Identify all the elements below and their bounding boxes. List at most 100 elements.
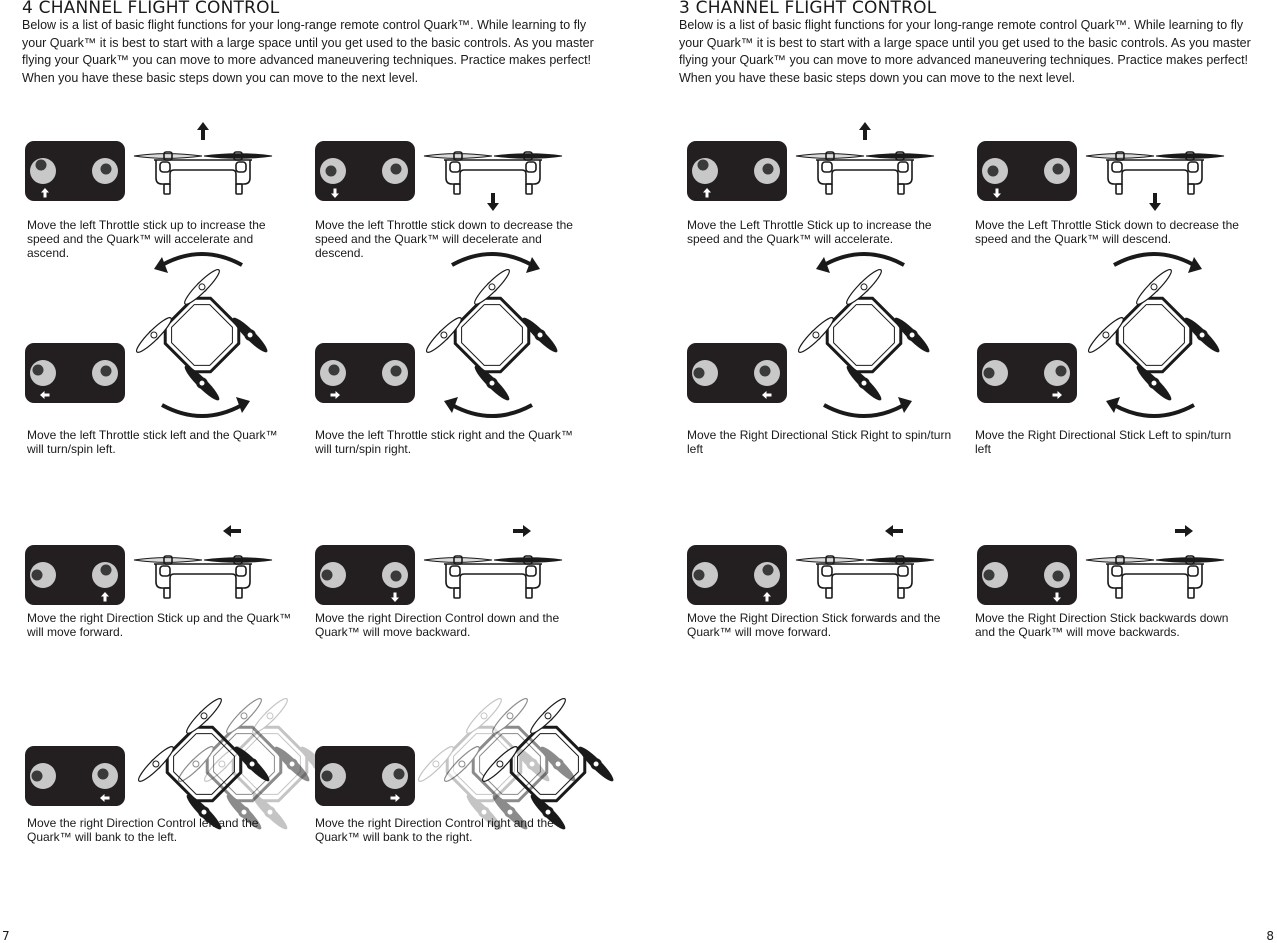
left-stick-knob: [983, 367, 995, 379]
diagram-backward: [977, 525, 1225, 605]
motion-arrow-icon: [859, 122, 871, 140]
caption: Move the Right Direction Stick forwards …: [687, 611, 941, 639]
right-stick-knob: [100, 365, 112, 377]
left-stick-well: [320, 763, 346, 789]
remote-control-icon: [315, 141, 415, 201]
diagram-forward: [25, 525, 273, 605]
diagram-forward: [687, 525, 935, 605]
right-stick-knob: [97, 768, 109, 780]
diagram-throttle-up: [687, 122, 935, 201]
caption: Move the left Throttle stick left and th…: [27, 428, 278, 456]
caption: Move the Left Throttle Stick up to incre…: [687, 218, 932, 246]
right-stick-knob: [762, 564, 774, 576]
motion-arrow-icon: [1149, 193, 1161, 211]
left-stick-knob: [31, 770, 43, 782]
quadcopter-top-icon: [481, 697, 614, 830]
direction-arrow-icon: [762, 391, 772, 399]
right-stick-knob: [1052, 570, 1064, 582]
direction-arrow-icon: [330, 391, 340, 399]
right-stick-knob: [759, 365, 771, 377]
intro-paragraph: Below is a list of basic flight function…: [679, 18, 1251, 85]
left-stick-well: [692, 562, 718, 588]
direction-arrow-icon: [1052, 391, 1062, 399]
quadcopter-side-icon: [423, 151, 563, 195]
rotation-arrows-icon: [444, 252, 540, 418]
right-stick-knob: [390, 163, 402, 175]
page-number: 8: [1266, 929, 1274, 943]
quadcopter-top-icon: [1087, 268, 1220, 401]
left-stick-well: [982, 562, 1008, 588]
diagram-bank-left: [25, 697, 336, 830]
right-stick-knob: [1052, 163, 1064, 175]
left-stick-knob: [325, 165, 337, 177]
direction-arrow-icon: [763, 592, 771, 602]
caption: Move the left Throttle stick up to incre…: [27, 218, 266, 260]
direction-arrow-icon: [1053, 592, 1061, 602]
left-stick-knob: [321, 569, 333, 581]
diagram-spin-left: [25, 252, 268, 418]
quadcopter-top-icon: [135, 268, 268, 401]
direction-arrow-icon: [703, 188, 711, 198]
right-stick-knob: [390, 570, 402, 582]
caption: Move the Left Throttle Stick down to dec…: [975, 218, 1239, 246]
caption: Move the Right Direction Stick backwards…: [975, 611, 1229, 639]
diagram-spin-left: [687, 252, 930, 418]
caption: Move the right Direction Control down an…: [315, 611, 560, 639]
diagram-bank-right: [315, 697, 614, 830]
direction-arrow-icon: [40, 391, 50, 399]
page-title: 3 CHANNEL FLIGHT CONTROL: [679, 0, 937, 18]
direction-arrow-icon: [41, 188, 49, 198]
remote-control-icon: [687, 343, 787, 403]
quadcopter-side-icon: [1085, 555, 1225, 599]
rotation-arrows-icon: [1106, 252, 1202, 418]
caption: Move the left Throttle stick right and t…: [315, 428, 573, 456]
left-stick-well: [30, 763, 56, 789]
left-stick-knob: [32, 364, 44, 376]
left-stick-knob: [987, 165, 999, 177]
direction-arrow-icon: [391, 592, 399, 602]
left-stick-well: [320, 562, 346, 588]
caption: Move the right Direction Control left an…: [27, 816, 259, 844]
left-stick-knob: [693, 569, 705, 581]
right-stick-knob: [390, 365, 402, 377]
left-stick-knob: [693, 367, 705, 379]
page-4-channel: 4 CHANNEL FLIGHT CONTROL Below is a list…: [0, 0, 638, 943]
left-stick-knob: [328, 364, 340, 376]
left-stick-knob: [321, 770, 333, 782]
diagram-throttle-up: [25, 122, 273, 201]
motion-arrow-icon: [513, 525, 531, 537]
diagram-throttle-down: [315, 141, 563, 211]
page-number: 7: [2, 929, 10, 943]
quadcopter-top-icon: [797, 268, 930, 401]
direction-arrow-icon: [331, 188, 339, 198]
caption: Move the Right Directional Stick Left to…: [975, 428, 1232, 456]
right-stick-knob: [762, 163, 774, 175]
remote-control-icon: [25, 746, 125, 806]
remote-control-icon: [25, 141, 125, 201]
remote-control-icon: [25, 343, 125, 403]
quadcopter-ghost-icon: [443, 697, 576, 830]
left-stick-well: [30, 562, 56, 588]
remote-control-icon: [977, 343, 1077, 403]
remote-control-icon: [977, 141, 1077, 201]
rotation-arrows-icon: [154, 252, 250, 418]
quadcopter-ghost-icon: [417, 697, 550, 830]
caption: Move the right Direction Control right a…: [315, 816, 554, 844]
diagram-throttle-down: [977, 141, 1225, 211]
right-stick-knob: [393, 768, 405, 780]
diagram-backward: [315, 525, 563, 605]
quadcopter-ghost-icon: [177, 697, 310, 830]
motion-arrow-icon: [197, 122, 209, 140]
rotation-arrows-icon: [816, 252, 912, 418]
diagram-spin-right: [977, 252, 1220, 418]
left-stick-knob: [983, 569, 995, 581]
quadcopter-top-icon: [425, 268, 558, 401]
caption: Move the Right Directional Stick Right t…: [687, 428, 952, 456]
left-stick-well: [982, 360, 1008, 386]
direction-arrow-icon: [100, 794, 110, 802]
remote-control-icon: [315, 545, 415, 605]
motion-arrow-icon: [885, 525, 903, 537]
remote-control-icon: [315, 746, 415, 806]
right-stick-knob: [1055, 365, 1067, 377]
remote-control-icon: [25, 545, 125, 605]
